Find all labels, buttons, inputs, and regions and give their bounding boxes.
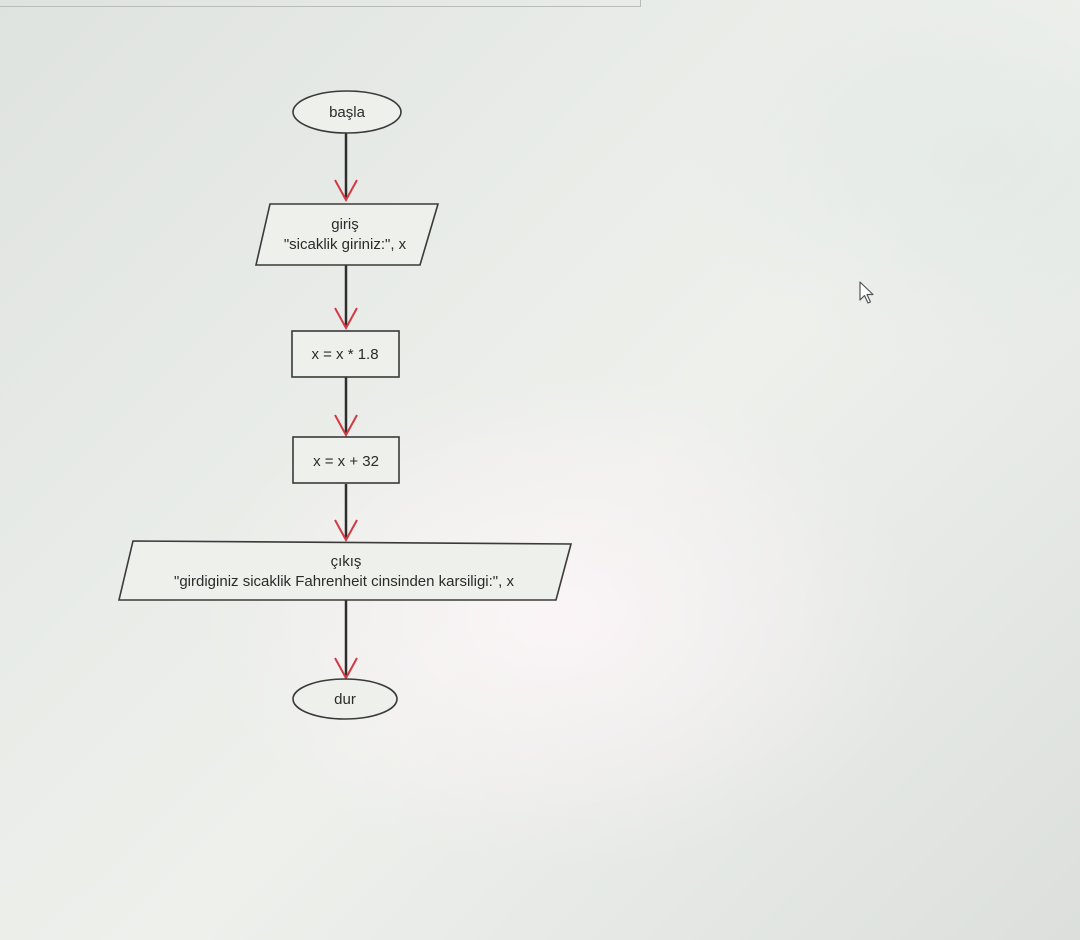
output-title: çıkış (331, 553, 362, 570)
mouse-pointer-icon (859, 281, 874, 304)
connector-step2-output (334, 484, 358, 543)
process-step-multiply[interactable]: x = x * 1.8 (291, 330, 400, 378)
end-label: dur (334, 691, 356, 708)
input-node[interactable]: giriş "sicaklik giriniz:", x (254, 203, 440, 266)
input-title: giriş (331, 216, 359, 233)
output-message: "girdiginiz sicaklik Fahrenheit cinsinde… (174, 573, 514, 590)
connector-input-step1 (334, 265, 358, 331)
connector-step1-step2 (334, 377, 358, 438)
step2-label: x = x + 32 (313, 453, 379, 470)
start-label: başla (329, 104, 366, 121)
connector-output-end (334, 600, 358, 681)
step1-label: x = x * 1.8 (311, 346, 378, 363)
connector-start-input (334, 133, 358, 203)
output-node[interactable]: çıkış "girdiginiz sicaklik Fahrenheit ci… (117, 540, 573, 601)
window-edge (0, 0, 641, 7)
process-step-add[interactable]: x = x + 32 (292, 436, 400, 484)
start-terminal[interactable]: başla (292, 90, 402, 134)
end-terminal[interactable]: dur (292, 678, 398, 720)
input-prompt: "sicaklik giriniz:", x (284, 236, 407, 253)
